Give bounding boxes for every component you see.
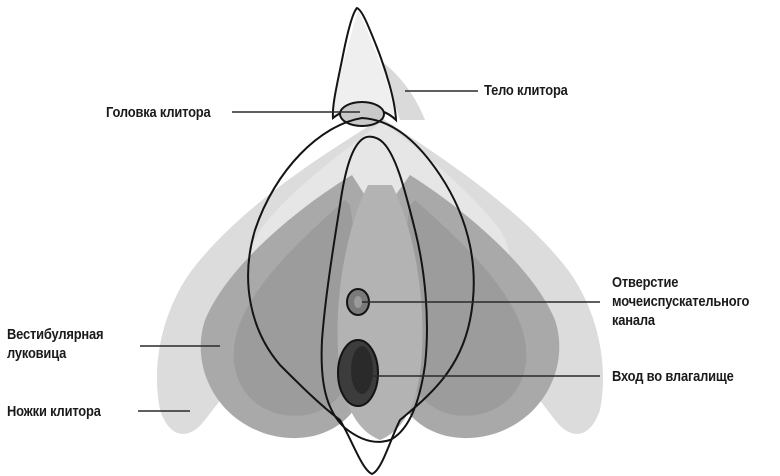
- label-urethral-opening: Отверстие мочеиспускательного канала: [612, 273, 749, 330]
- label-urethral-line-1: Отверстие: [612, 273, 749, 292]
- label-clitoral-glans: Головка клитора: [106, 103, 211, 122]
- label-bulb-line-1: Вестибулярная: [7, 325, 103, 344]
- label-clitoral-crura: Ножки клитора: [7, 402, 101, 421]
- label-clitoral-body: Тело клитора: [484, 81, 568, 100]
- label-vaginal-opening: Вход во влагалище: [612, 367, 734, 386]
- label-urethral-line-2: мочеиспускательного: [612, 292, 749, 311]
- label-vestibular-bulb: Вестибулярная луковица: [7, 325, 103, 363]
- label-bulb-line-2: луковица: [7, 344, 103, 363]
- vaginal-opening-inner: [351, 346, 373, 394]
- label-urethral-line-3: канала: [612, 311, 749, 330]
- urethral-opening-inner: [354, 296, 362, 308]
